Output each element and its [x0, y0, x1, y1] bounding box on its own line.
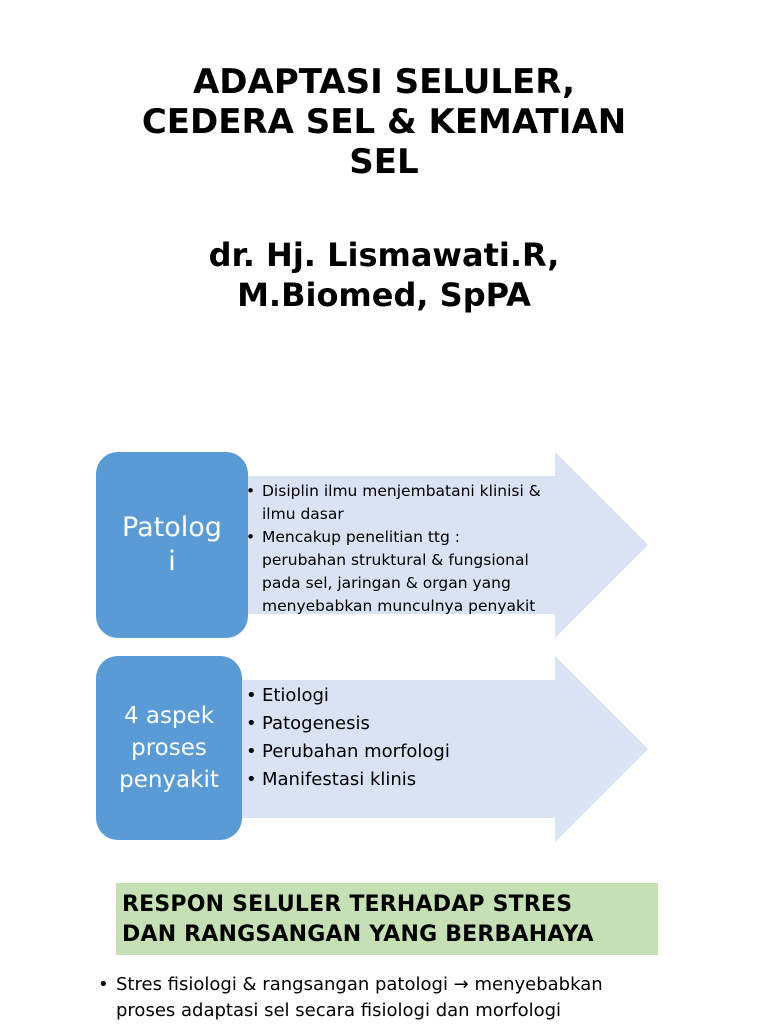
- label-line: i: [168, 546, 176, 577]
- bullet-line: Disiplin ilmu menjembatani klinisi &: [262, 482, 541, 500]
- bullet-line: Mencakup penelitian ttg :: [262, 528, 460, 546]
- bullet-item: Manifestasi klinis: [244, 766, 564, 794]
- bullet-line: menyebabkan munculnya penyakit: [262, 597, 536, 615]
- bullet-item: Perubahan morfologi: [244, 738, 564, 766]
- body-bullet-line: proses adaptasi sel secara fisiologi dan…: [116, 1000, 562, 1021]
- bullet-list-aspek: Etiologi Patogenesis Perubahan morfologi…: [244, 682, 564, 794]
- bullet-item: Etiologi: [244, 682, 564, 710]
- body-bullet-line: Stres fisiologi & rangsangan patologi → …: [116, 974, 603, 995]
- heading-line: DAN RANGSANGAN YANG BERBAHAYA: [122, 922, 594, 947]
- bullet-item: Patogenesis: [244, 710, 564, 738]
- bullet-line: perubahan struktural & fungsional: [262, 551, 529, 569]
- bullet-line: ilmu dasar: [262, 505, 344, 523]
- bullet-line: Perubahan morfologi: [262, 741, 450, 762]
- label-box-patologi: Patolog i: [96, 452, 248, 638]
- title-line: ADAPTASI SELULER,: [192, 62, 575, 102]
- label-line: Patolog: [122, 512, 222, 543]
- bullet-line: Manifestasi klinis: [262, 769, 417, 790]
- bullet-list-patologi: Disiplin ilmu menjembatani klinisi & ilm…: [244, 480, 584, 618]
- diagram-row-aspek: 4 aspek proses penyakit Etiologi Patogen…: [0, 654, 768, 844]
- author-line: dr. Hj. Lismawati.R,: [208, 236, 560, 274]
- bullet-line: pada sel, jaringan & organ yang: [262, 574, 511, 592]
- title-line: SEL: [349, 142, 419, 182]
- diagram-row-patologi: Patolog i Disiplin ilmu menjembatani kli…: [0, 450, 768, 640]
- bullet-item: Mencakup penelitian ttg : perubahan stru…: [244, 526, 584, 618]
- label-box-aspek: 4 aspek proses penyakit: [96, 656, 242, 840]
- author-line: M.Biomed, SpPA: [237, 276, 531, 314]
- bullet-item: Disiplin ilmu menjembatani klinisi & ilm…: [244, 480, 584, 526]
- label-line: proses: [131, 735, 207, 761]
- bullet-line: Etiologi: [262, 685, 329, 706]
- bullet-dot: •: [98, 974, 109, 995]
- bullet-line: Patogenesis: [262, 713, 370, 734]
- label-line: 4 aspek: [123, 703, 215, 729]
- author-name: dr. Hj. Lismawati.R, M.Biomed, SpPA: [0, 235, 768, 315]
- slide-title: ADAPTASI SELULER, CEDERA SEL & KEMATIAN …: [0, 62, 768, 182]
- label-line: penyakit: [119, 767, 219, 793]
- heading-line: RESPON SELULER TERHADAP STRES: [122, 892, 573, 917]
- section-heading: RESPON SELULER TERHADAP STRES DAN RANGSA…: [116, 883, 658, 955]
- body-bullet: • Stres fisiologi & rangsangan patologi …: [98, 972, 718, 1024]
- title-line: CEDERA SEL & KEMATIAN: [141, 102, 627, 142]
